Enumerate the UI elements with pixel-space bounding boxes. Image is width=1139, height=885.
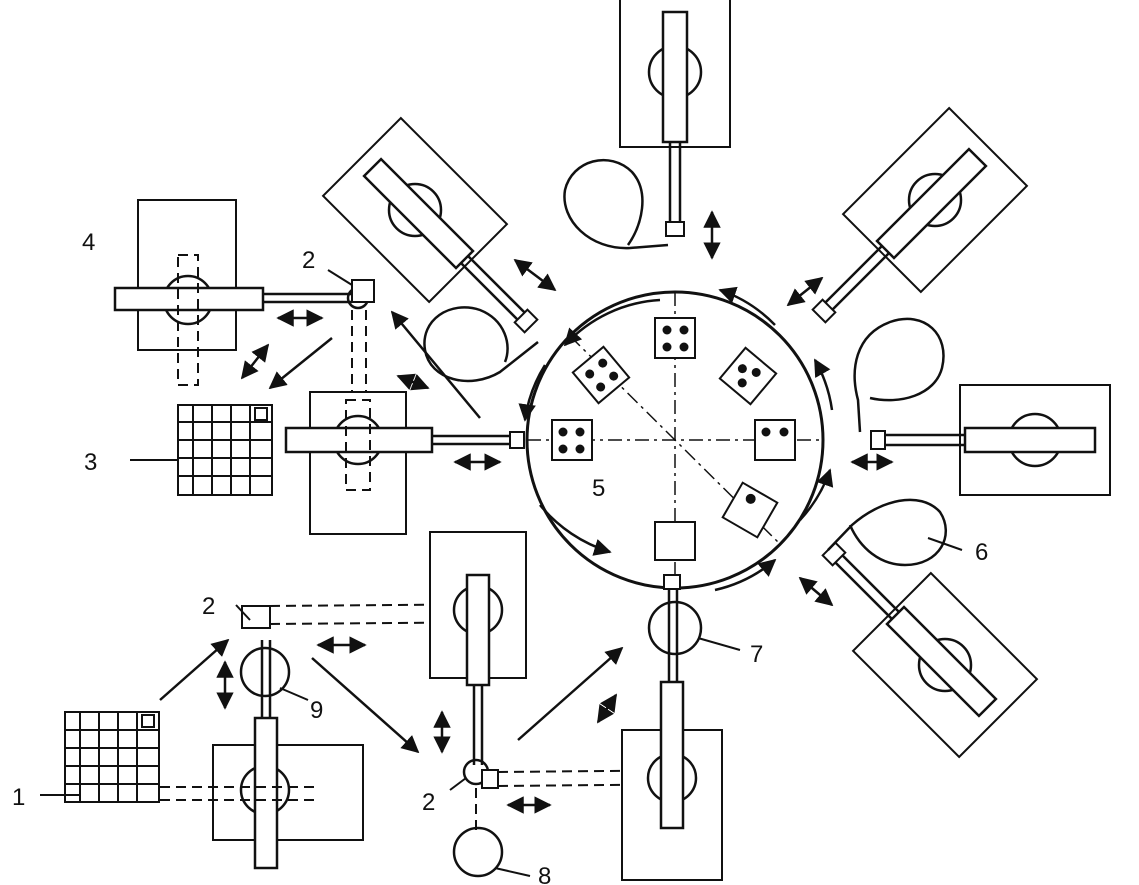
arrow-bottom-to-chamber <box>517 646 624 741</box>
label-2-upper-leader <box>327 269 353 286</box>
transfer-robot-upper <box>346 279 375 392</box>
transfer-robot-lower-left <box>235 604 271 629</box>
label-7: 7 <box>750 641 763 668</box>
label-7-leader <box>697 637 741 651</box>
label-8: 8 <box>538 863 551 885</box>
double-arrow-northeast <box>786 276 824 307</box>
wafer-carrier-right <box>754 419 796 461</box>
double-arrow-south <box>596 693 618 724</box>
double-arrow-upper-diag <box>240 343 270 380</box>
arrow-cassette1-to-robot <box>159 638 230 701</box>
chamber-8 <box>452 826 504 878</box>
wafer-cassette-1 <box>64 711 160 803</box>
wafer-carrier-upper-left <box>571 345 631 405</box>
loadlock-station-west <box>284 391 525 535</box>
label-4: 4 <box>82 229 95 256</box>
label-2-bottom: 2 <box>422 789 435 816</box>
process-station-bottom-center <box>429 531 527 765</box>
double-arrow-northwest <box>513 258 557 292</box>
label-1: 1 <box>12 784 25 811</box>
label-6: 6 <box>975 539 988 566</box>
process-station-southeast <box>788 508 1039 759</box>
process-station-south <box>621 574 723 881</box>
label-6-leader <box>927 537 963 551</box>
cable-loop-east <box>853 317 945 433</box>
wafer-cassette-3 <box>177 404 273 496</box>
wafer-carrier-upper-right <box>718 346 778 406</box>
double-arrow-west-upper <box>396 373 430 391</box>
label-9: 9 <box>310 697 323 724</box>
cassette-loader-lower <box>160 640 364 870</box>
wafer-carrier-bottom <box>654 521 696 561</box>
label-2-lower-left: 2 <box>202 593 215 620</box>
process-station-north <box>618 0 732 238</box>
arrow-to-cassette-3 <box>268 337 333 390</box>
wafer-carrier-left <box>551 419 593 461</box>
arrow-to-robot-upper <box>390 310 481 419</box>
label-5: 5 <box>592 475 605 502</box>
cable-loop-northwest <box>423 306 539 383</box>
process-station-east <box>869 383 1112 497</box>
cable-loop-southeast <box>827 498 947 567</box>
arrow-to-robot-bottom <box>311 657 420 754</box>
process-station-northwest <box>321 116 572 367</box>
buffer-chamber-9 <box>239 646 291 698</box>
wafer-carrier-top <box>654 317 696 359</box>
wafer-carrier-lower-right <box>721 481 779 539</box>
label-2-upper: 2 <box>302 247 315 274</box>
chamber-7 <box>647 600 703 656</box>
label-3: 3 <box>84 449 97 476</box>
double-arrow-southeast <box>798 576 834 607</box>
cable-loop-north <box>563 158 669 250</box>
cassette-loader-upper <box>113 199 352 386</box>
label-8-leader <box>494 867 531 877</box>
label-9-leader <box>279 687 309 701</box>
label-2-bottom-leader <box>449 777 467 791</box>
